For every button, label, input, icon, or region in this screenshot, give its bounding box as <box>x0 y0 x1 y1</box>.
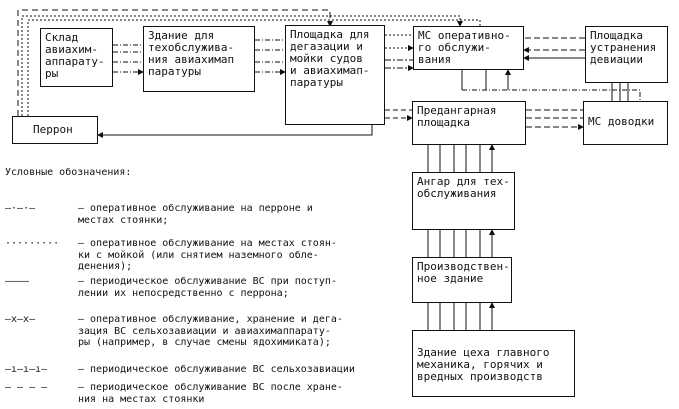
legend-symbol: —x—x— <box>5 314 36 325</box>
legend-symbol: —·—·— <box>5 203 36 214</box>
legend-text: – периодическое обслуживание ВС при пост… <box>78 276 337 299</box>
legend-symbol: – – – – <box>5 382 48 393</box>
legend-symbol: –ı–ı–ı– <box>5 364 48 375</box>
legend-text: – периодическое обслуживание ВС после хр… <box>78 382 343 405</box>
box-ms-oper: МС оперативно- го обслужи- вания <box>413 26 524 70</box>
box-ploshchadka-deviacii: Площадка устранения девиации <box>585 26 668 83</box>
legend-title: Условные обозначения: <box>5 167 132 178</box>
legend-text: – периодическое обслуживание ВС сельхоза… <box>78 364 355 375</box>
box-ceh: Здание цеха главного механика, горячих и… <box>412 330 575 397</box>
legend-text: – оперативное обслуживание на местах сто… <box>78 238 337 272</box>
legend-text: – оперативное обслуживание на перроне и … <box>78 203 313 226</box>
box-sklad: Склад авиахим- аппарату- ры <box>40 28 113 87</box>
box-angar: Ангар для тех- обслуживания <box>412 172 515 230</box>
box-proizv: Производствен- ное здание <box>412 257 512 303</box>
box-predangar: Предангарная площадка <box>412 101 526 145</box>
legend-symbol: ········· <box>5 238 60 249</box>
legend-text: – оперативное обслуживание, хранение и д… <box>78 314 343 348</box>
box-perron: Перрон <box>12 116 98 144</box>
box-ms-dovodki: МС доводки <box>583 101 668 145</box>
legend-symbol: ———— <box>5 276 30 287</box>
box-zdanie-teh: Здание для техобслужива- ния авиахимап п… <box>143 26 255 92</box>
box-ploshchadka-degaz: Площадка для дегазации и мойки судов и а… <box>285 25 385 125</box>
